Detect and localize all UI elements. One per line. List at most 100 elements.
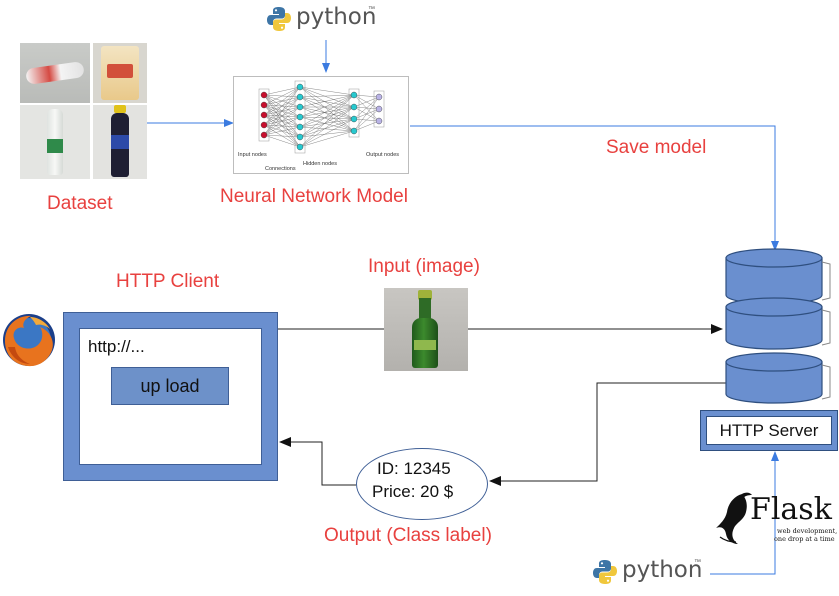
nn-connection xyxy=(353,96,380,132)
nn-connection xyxy=(263,86,301,106)
nn-node xyxy=(375,93,383,101)
nn-connection xyxy=(299,118,355,128)
python-logo-top: python ™ xyxy=(264,4,384,34)
nn-layer-box xyxy=(294,80,306,154)
dataset-photo-packet xyxy=(20,43,90,103)
python-tm: ™ xyxy=(368,6,375,13)
nn-input-nodes-label: Input nodes xyxy=(238,152,267,158)
arrow-save-model xyxy=(410,125,779,251)
flask-wordmark: Flask xyxy=(750,492,832,527)
url-text: http://... xyxy=(88,337,145,356)
arrow-output-to-client xyxy=(279,437,356,486)
python-logo-icon xyxy=(267,7,291,31)
nn-node xyxy=(296,113,304,121)
http-server-label: HTTP Server xyxy=(719,420,819,440)
nn-node xyxy=(296,93,304,101)
nn-connection xyxy=(299,86,355,132)
upload-button-label: up load xyxy=(140,375,200,396)
python-tm: ™ xyxy=(694,559,701,566)
nn-connection xyxy=(263,86,301,116)
flask-tagline-1: web development, xyxy=(777,527,838,535)
nn-node xyxy=(375,117,383,125)
nn-connection xyxy=(299,96,355,120)
nn-node xyxy=(296,83,304,91)
nn-output-nodes-label: Output nodes xyxy=(366,152,400,158)
nn-diagram xyxy=(258,80,385,154)
nn-connection xyxy=(353,94,380,98)
output-id: ID: 12345 xyxy=(377,459,451,478)
nn-connection xyxy=(299,94,355,138)
nn-connection xyxy=(263,126,301,136)
nn-connection xyxy=(263,134,301,148)
nn-node xyxy=(296,133,304,141)
nn-connection xyxy=(299,118,355,138)
nn-node xyxy=(350,115,358,123)
http-client-content: http://... up load xyxy=(79,328,262,465)
nn-connection xyxy=(263,86,301,126)
nn-node xyxy=(375,105,383,113)
output-price: Price: 20 $ xyxy=(372,482,454,501)
nn-node xyxy=(350,127,358,135)
nn-connection xyxy=(299,106,355,138)
nn-connection xyxy=(299,106,355,118)
nn-node xyxy=(350,91,358,99)
nn-connection xyxy=(299,94,355,98)
nn-model-image: Input nodes Connections Hidden nodes Out… xyxy=(233,76,409,174)
http-client-window: http://... up load xyxy=(63,312,278,481)
nn-connection xyxy=(263,116,301,136)
nn-connection xyxy=(263,86,301,96)
nn-connection xyxy=(353,96,380,108)
flask-logo-icon xyxy=(716,492,752,544)
nn-connection xyxy=(263,86,301,136)
nn-connection xyxy=(299,130,355,148)
nn-connection xyxy=(299,118,355,148)
python-wordmark: python xyxy=(622,557,703,583)
python-wordmark: python xyxy=(296,4,377,30)
firefox-icon xyxy=(3,314,55,367)
nn-model-label: Neural Network Model xyxy=(220,186,408,207)
nn-connection xyxy=(299,86,355,108)
nn-connection xyxy=(299,94,355,148)
nn-layer-box xyxy=(258,88,270,142)
dataset-photo-bag xyxy=(93,43,147,103)
output-ellipse: ID: 12345 Price: 20 $ xyxy=(356,448,488,520)
nn-connection xyxy=(263,96,301,136)
input-image-photo xyxy=(384,288,468,371)
python-logo-bottom: python ™ xyxy=(590,557,710,587)
nn-connection xyxy=(299,96,355,108)
nn-connection xyxy=(299,116,355,120)
nn-connection xyxy=(299,106,355,128)
database-disk-icon xyxy=(725,352,831,404)
dataset-photo-bottle-green xyxy=(20,105,90,179)
nn-connection xyxy=(353,120,380,132)
nn-node xyxy=(260,91,268,99)
nn-connection xyxy=(353,96,380,120)
upload-button[interactable]: up load xyxy=(111,367,229,405)
server-database-stack xyxy=(725,248,831,404)
dataset-images xyxy=(20,43,147,179)
nn-node xyxy=(296,143,304,151)
nn-hidden-nodes-label: Hidden nodes xyxy=(303,161,337,167)
nn-connection xyxy=(299,106,355,120)
nn-connection xyxy=(263,134,301,138)
nn-connection xyxy=(299,116,355,132)
http-client-label: HTTP Client xyxy=(116,271,220,292)
arrow-server-to-output xyxy=(489,382,726,486)
nn-connection xyxy=(299,130,355,138)
flask-logo: Flask web development, one drop at a tim… xyxy=(712,490,838,546)
nn-node xyxy=(260,121,268,129)
nn-node xyxy=(296,123,304,131)
nn-node xyxy=(296,103,304,111)
arrow-python-to-server xyxy=(710,451,779,575)
nn-node xyxy=(260,131,268,139)
nn-node xyxy=(260,111,268,119)
nn-node xyxy=(260,101,268,109)
nn-connection xyxy=(299,126,355,132)
dataset-photo-bottle-cola xyxy=(93,105,147,179)
nn-layer-box xyxy=(348,88,360,138)
save-model-label: Save model xyxy=(606,137,707,158)
database-disk-icon xyxy=(725,248,831,305)
http-server-box: HTTP Server xyxy=(700,410,838,451)
nn-connection xyxy=(299,106,355,132)
